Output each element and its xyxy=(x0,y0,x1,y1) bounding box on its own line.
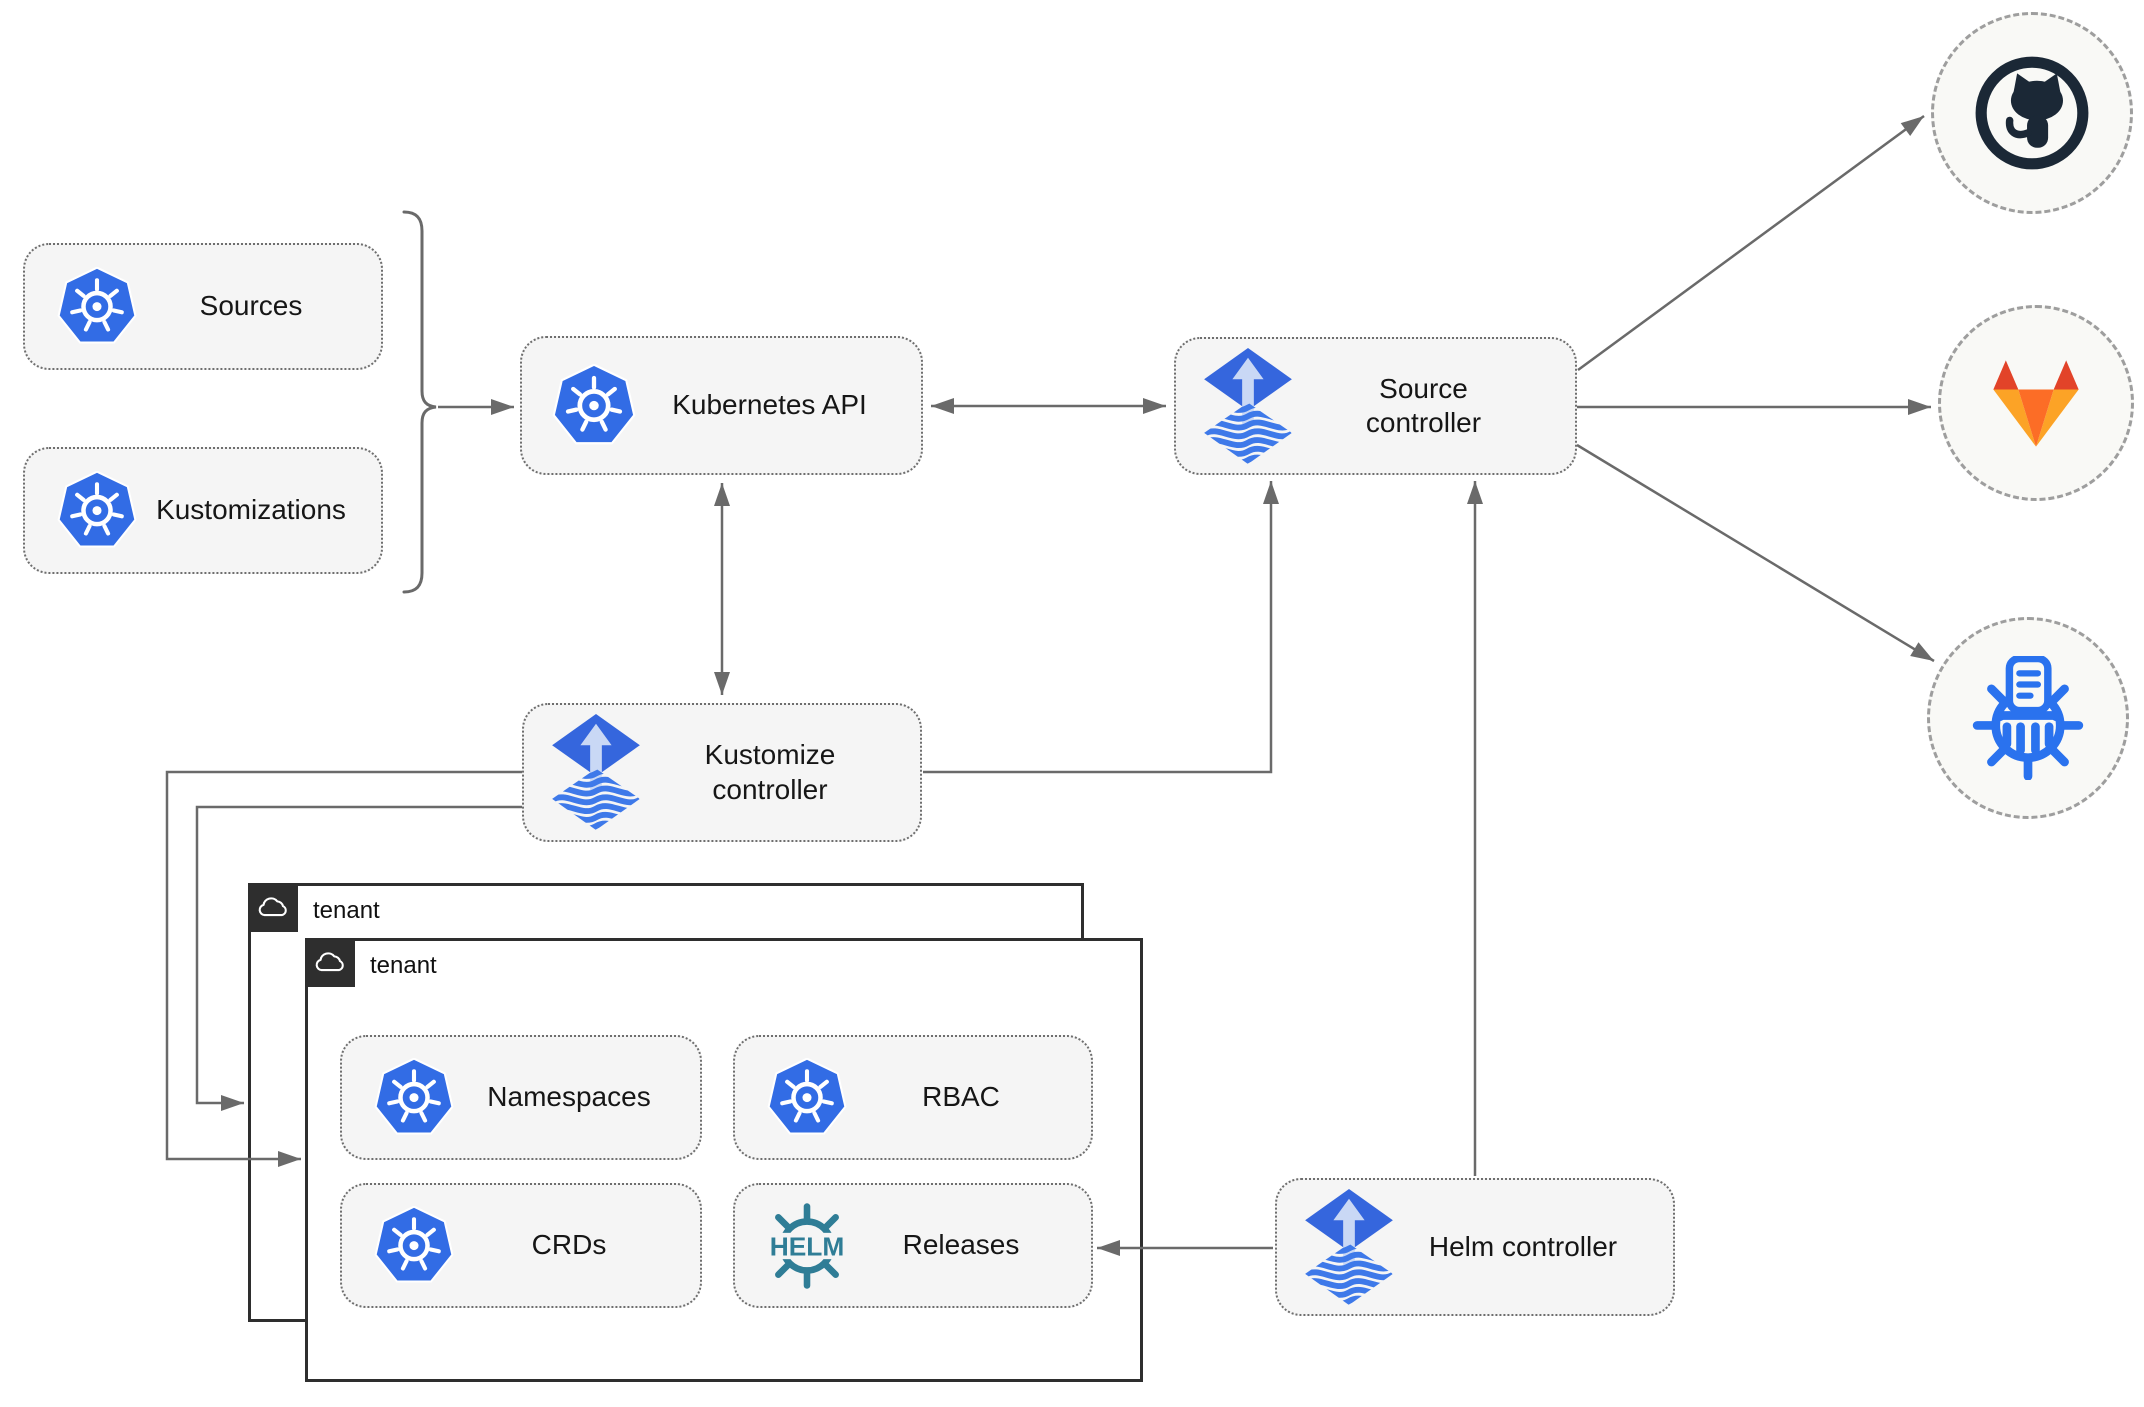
kubernetes-icon xyxy=(366,1206,462,1286)
github-endpoint xyxy=(1931,12,2133,214)
kustomize-controller-node: Kustomize controller xyxy=(522,703,922,842)
releases-node: Releases xyxy=(733,1183,1093,1308)
gitlab-endpoint xyxy=(1938,305,2134,501)
kubernetes-icon xyxy=(49,267,145,347)
group-brace xyxy=(402,210,437,594)
kustomizations-label: Kustomizations xyxy=(156,494,346,526)
wire-source-controller-to-github xyxy=(1577,114,1925,372)
helm-controller-label-text: Helm controller xyxy=(1428,1230,1618,1262)
flux-icon xyxy=(1301,1189,1397,1306)
tenant-label: tenant xyxy=(370,952,437,979)
sources-label: Sources xyxy=(199,290,303,322)
tenant-label: tenant xyxy=(313,897,380,924)
rbac-label: RBAC xyxy=(922,1081,1000,1113)
flux-icon xyxy=(548,714,644,831)
gitlab-icon xyxy=(1984,355,2088,451)
kustomize-controller-label-text: Kustomize controller xyxy=(704,739,836,805)
sources-node: Sources xyxy=(23,243,383,370)
releases-label: Releases xyxy=(902,1229,1020,1261)
namespaces-label: Namespaces xyxy=(487,1081,651,1113)
kubernetes-icon xyxy=(546,364,642,448)
wire-kustomize-to-source-controller xyxy=(923,481,1279,774)
kubernetes-icon xyxy=(366,1058,462,1138)
rbac-node: RBAC xyxy=(733,1035,1093,1160)
kubernetes-icon xyxy=(49,471,145,551)
cloud-tab xyxy=(305,938,355,987)
cloud-tab xyxy=(248,883,298,932)
helm-repository-endpoint xyxy=(1927,617,2129,819)
source-controller-label: Source controller xyxy=(1296,372,1551,440)
kustomizations-node: Kustomizations xyxy=(23,447,383,574)
github-icon xyxy=(1970,51,2094,175)
wire-source-controller-to-helm-repository xyxy=(1576,443,1935,663)
helm-controller-node: Helm controller xyxy=(1275,1178,1675,1316)
cloud-icon xyxy=(256,895,290,920)
flux-icon xyxy=(1200,348,1296,465)
crds-node: CRDs xyxy=(340,1183,702,1308)
kubernetes-icon xyxy=(759,1058,855,1138)
kubernetes-api-label: Kubernetes API xyxy=(672,389,867,421)
crds-label: CRDs xyxy=(531,1229,607,1261)
helm-icon xyxy=(759,1199,855,1293)
helm-repository-icon xyxy=(1966,656,2090,780)
kubernetes-api-node: Kubernetes API xyxy=(520,336,923,475)
cloud-icon xyxy=(313,950,347,975)
kustomize-controller-label: Kustomize controller xyxy=(644,738,896,806)
helm-controller-label: Helm controller xyxy=(1397,1230,1649,1264)
namespaces-node: Namespaces xyxy=(340,1035,702,1160)
tenant-group-inner: tenant xyxy=(305,938,1143,1382)
source-controller-node: Source controller xyxy=(1174,337,1577,475)
source-controller-label-text: Source controller xyxy=(1365,372,1482,438)
